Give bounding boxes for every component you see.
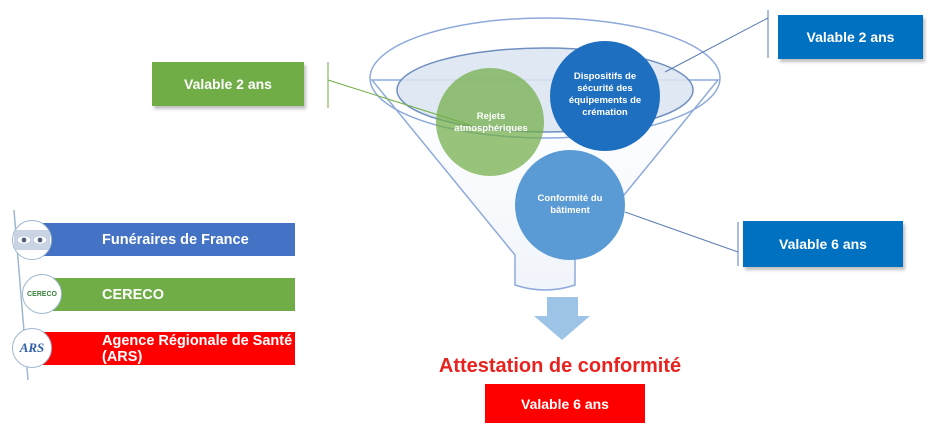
org-bar-funeraires: Funéraires de France <box>40 223 295 256</box>
validity-box-topright: Valable 2 ans <box>778 15 923 59</box>
result-title: Attestation de conformité <box>438 355 682 377</box>
circle-conformite <box>515 150 625 260</box>
org-name-ars: Agence Régionale de Santé (ARS) <box>102 332 293 365</box>
ars-logo-text: ARS <box>19 340 45 355</box>
cereco-logo-text: CERECO <box>27 290 57 298</box>
result-validity-box: Valable 6 ans <box>485 384 645 423</box>
funnel-rim-outer <box>369 17 721 139</box>
down-arrow <box>534 297 590 340</box>
validity-box-green: Valable 2 ans <box>152 62 304 106</box>
org-bar-cereco: CERECO <box>40 278 295 311</box>
eyes-icon <box>14 230 50 250</box>
connector-line-right <box>624 211 739 253</box>
cereco-logo: CERECO <box>22 274 62 314</box>
org-name-cereco: CERECO <box>102 286 165 303</box>
circle-dispositifs <box>550 41 660 151</box>
validity-box-right: Valable 6 ans <box>743 221 903 267</box>
org-bar-ars: Agence Régionale de Santé (ARS) <box>40 332 295 365</box>
connector-line-topright <box>664 17 769 73</box>
circle-rejets <box>436 68 544 176</box>
org-name-funeraires: Funéraires de France <box>102 231 249 248</box>
ars-logo: ARS <box>12 328 52 368</box>
funeraires-logo <box>12 220 52 260</box>
